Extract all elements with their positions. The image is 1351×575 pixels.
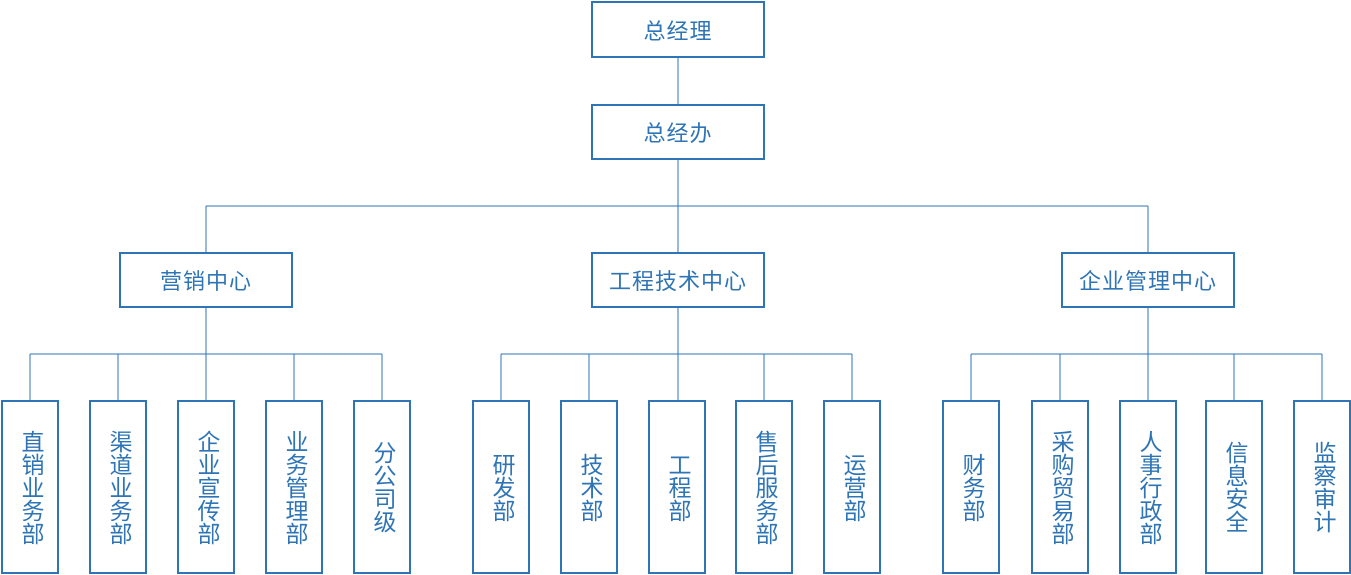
node-department: 分公司级: [353, 400, 411, 574]
node-center-label: 营销中心: [159, 270, 252, 295]
node-department: 运营部: [823, 400, 881, 574]
node-department: 售后服务部: [735, 400, 793, 574]
node-gm-office: 总经办: [591, 104, 765, 160]
node-department-label: 信息安全: [1221, 441, 1247, 533]
node-department-label: 运营部: [839, 452, 865, 522]
node-department: 采购贸易部: [1031, 400, 1089, 574]
node-general-manager: 总经理: [591, 1, 765, 58]
node-department: 信息安全: [1205, 400, 1263, 574]
node-center-engineering: 工程技术中心: [591, 252, 765, 308]
node-department: 工程部: [648, 400, 706, 574]
node-department-label: 分公司级: [369, 441, 395, 533]
node-department: 研发部: [472, 400, 530, 574]
node-general-manager-label: 总经理: [643, 19, 713, 45]
node-department: 技术部: [560, 400, 618, 574]
node-gm-office-label: 总经办: [643, 122, 713, 147]
node-department-label: 工程部: [664, 452, 690, 522]
node-department: 监察审计: [1293, 400, 1351, 574]
node-department-label: 人事行政部: [1135, 429, 1161, 545]
node-department-label: 研发部: [488, 452, 514, 522]
node-center-label: 工程技术中心: [608, 270, 747, 295]
node-department-label: 渠道业务部: [105, 429, 131, 545]
node-department: 直销业务部: [1, 400, 59, 574]
node-department-label: 企业宣传部: [193, 429, 219, 545]
node-department-label: 直销业务部: [17, 429, 43, 545]
node-department: 企业宣传部: [177, 400, 235, 574]
node-center-label: 企业管理中心: [1078, 270, 1217, 295]
node-department-label: 业务管理部: [281, 429, 307, 545]
node-center-management: 企业管理中心: [1061, 252, 1235, 308]
node-department-label: 监察审计: [1309, 441, 1335, 533]
node-department-label: 售后服务部: [751, 429, 777, 545]
node-department: 财务部: [942, 400, 1000, 574]
node-department-label: 技术部: [576, 452, 602, 522]
node-department: 人事行政部: [1119, 400, 1177, 574]
node-center-marketing: 营销中心: [119, 252, 293, 308]
node-department-label: 财务部: [958, 452, 984, 522]
node-department: 渠道业务部: [89, 400, 147, 574]
node-department: 业务管理部: [265, 400, 323, 574]
node-department-label: 采购贸易部: [1047, 429, 1073, 545]
